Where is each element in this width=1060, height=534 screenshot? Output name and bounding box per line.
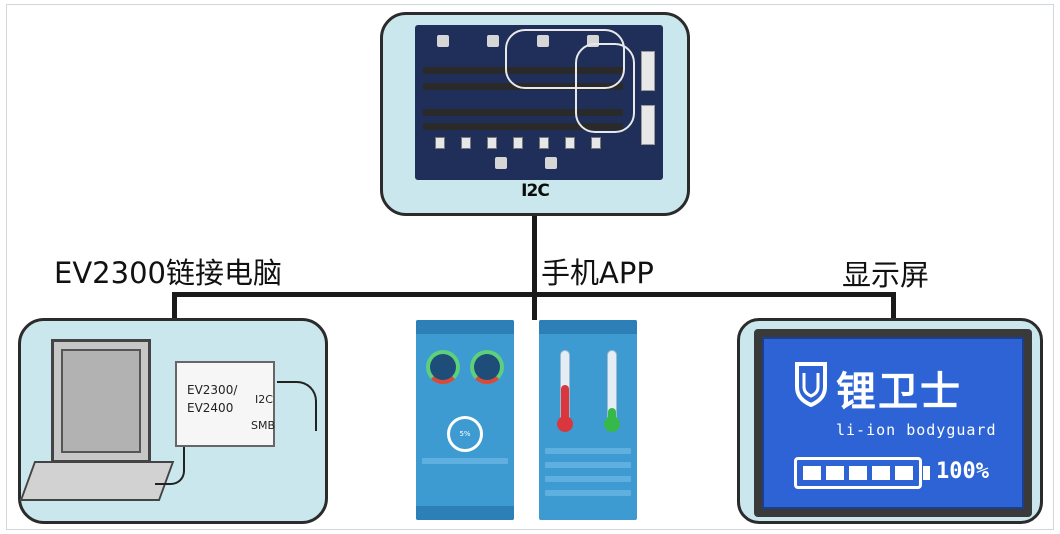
pc-module: EV2300/ EV2400 I2C SMB xyxy=(18,318,328,524)
app-bottom-bar xyxy=(416,506,514,520)
soc-value: 5% xyxy=(459,430,471,438)
bms-board-image xyxy=(415,25,663,180)
ev2300-adapter: EV2300/ EV2400 I2C SMB xyxy=(175,361,275,447)
battery-percent: 100% xyxy=(936,459,989,484)
bms-board-module: I2C xyxy=(380,12,690,216)
i2c-label: I2C xyxy=(521,181,550,201)
app-branch-label: 手机APP xyxy=(541,256,654,290)
shield-logo-icon xyxy=(795,362,827,407)
battery-cell xyxy=(803,466,821,480)
temperature-bulb xyxy=(557,416,573,432)
brand-cn-text: 锂卫士 xyxy=(836,369,962,415)
level-indicator-icon xyxy=(607,350,617,422)
diagram-frame xyxy=(6,4,1054,530)
branch-bar xyxy=(172,292,896,297)
pc-branch-label: EV2300链接电脑 xyxy=(54,256,282,290)
app-screenshot-dashboard: 5% xyxy=(416,320,514,520)
info-row-4 xyxy=(545,490,631,496)
monitor-icon xyxy=(51,339,151,463)
app-title-bar xyxy=(416,320,514,334)
temperature-thermometer-icon xyxy=(560,350,570,422)
voltage-gauge-icon xyxy=(426,350,460,384)
left-drop-line xyxy=(172,292,177,320)
app-title-bar xyxy=(539,320,637,334)
monitor-screen xyxy=(61,349,141,453)
info-row-1 xyxy=(545,448,631,454)
display-branch-label: 显示屏 xyxy=(842,258,930,292)
battery-cell xyxy=(872,466,890,480)
right-drop-line xyxy=(891,292,896,320)
battery-cell xyxy=(895,466,913,480)
level-bulb xyxy=(604,416,620,432)
lcd-screen: 锂卫士 li-ion bodyguard 100% xyxy=(762,337,1024,509)
port-i2c-label: I2C xyxy=(255,393,273,406)
battery-cell xyxy=(826,466,844,480)
adapter-line-1: EV2300/ xyxy=(187,383,238,397)
app-screenshot-temperature xyxy=(539,320,637,520)
brand-en-text: li-ion bodyguard xyxy=(836,421,997,439)
display-module: 锂卫士 li-ion bodyguard 100% xyxy=(737,318,1043,524)
adapter-model-text: EV2300/ EV2400 xyxy=(187,381,237,417)
current-gauge-icon xyxy=(470,350,504,384)
battery-cap xyxy=(923,466,930,480)
port-smb-label: SMB xyxy=(251,419,276,432)
battery-icon xyxy=(794,457,922,489)
keyboard-icon xyxy=(19,461,175,501)
info-row-2 xyxy=(545,462,631,468)
adapter-line-2: EV2400 xyxy=(187,401,234,415)
trunk-line xyxy=(532,216,537,320)
soc-ring xyxy=(447,416,483,452)
battery-cell xyxy=(849,466,867,480)
info-row-3 xyxy=(545,476,631,482)
bus-cable xyxy=(277,381,317,431)
status-row xyxy=(422,458,508,464)
